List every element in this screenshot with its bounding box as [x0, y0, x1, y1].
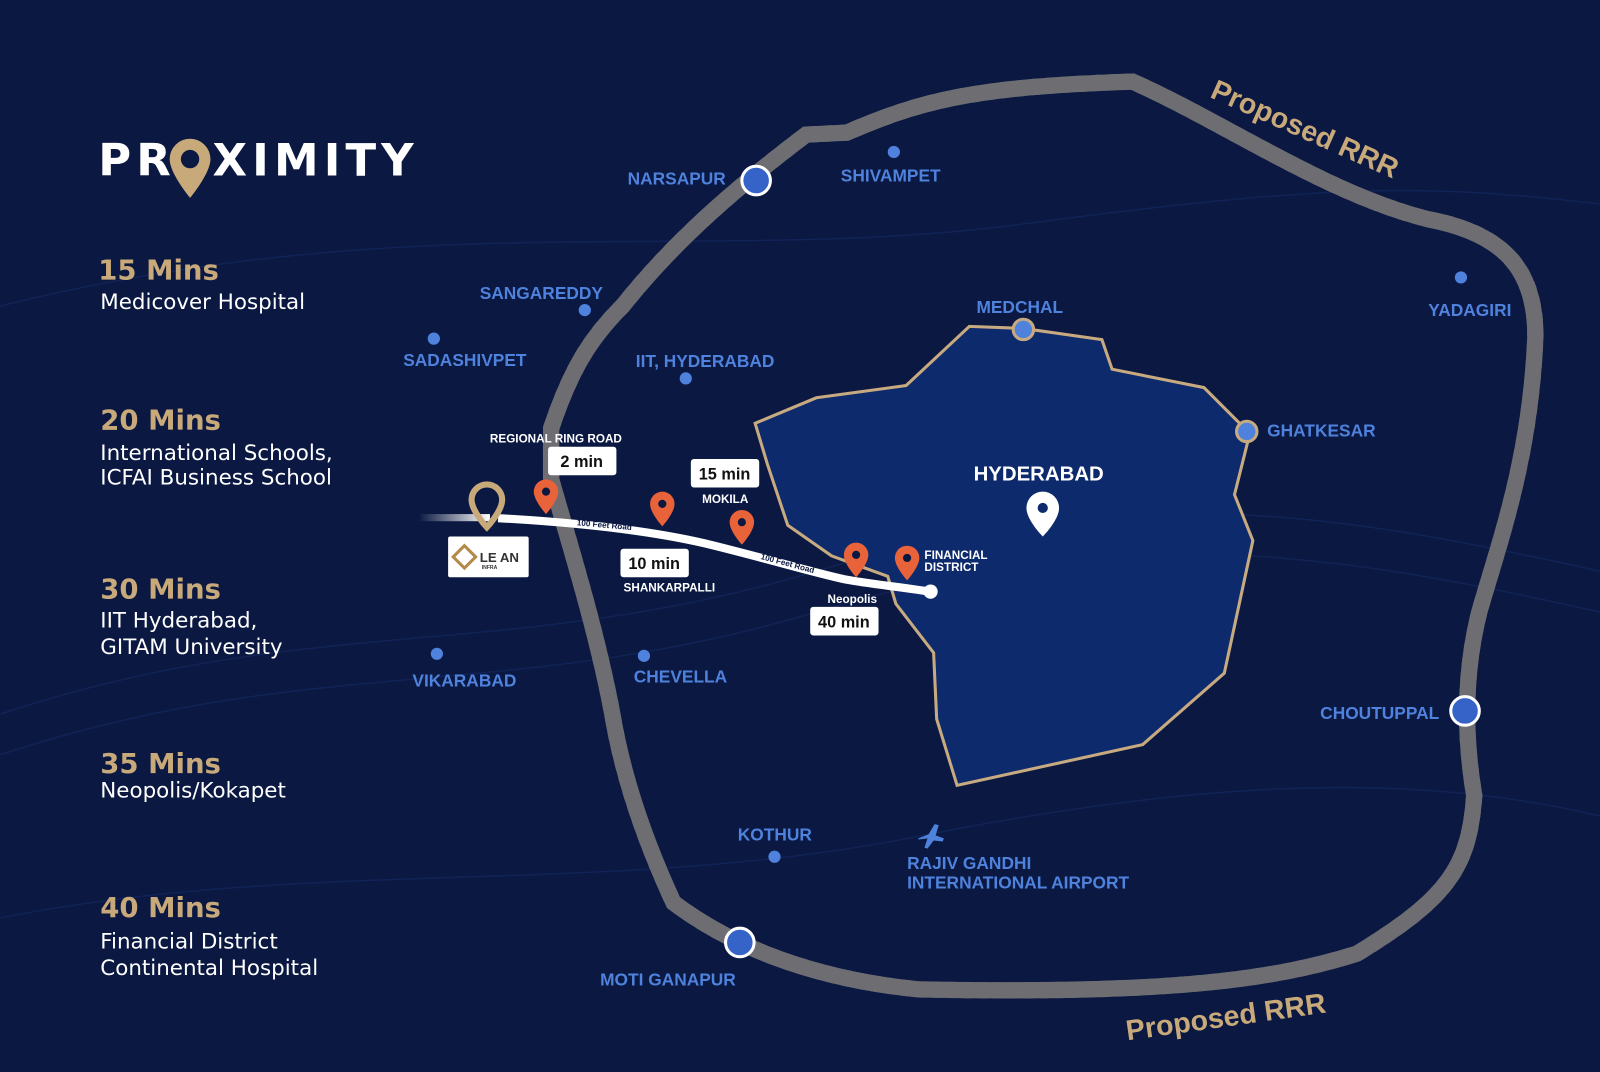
city-label: HYDERABAD — [974, 463, 1104, 485]
proposed-rrr — [551, 73, 1544, 991]
le-an-infra-logo: LE AN INFRA — [448, 536, 529, 578]
city-pin-icon — [1026, 491, 1060, 537]
svg-text:SHIVAMPET: SHIVAMPET — [841, 166, 941, 186]
svg-text:CHOUTUPPAL: CHOUTUPPAL — [1320, 703, 1439, 723]
svg-text:Medicover Hospital: Medicover Hospital — [100, 290, 305, 315]
junction-markers — [724, 164, 1481, 959]
svg-text:MOKILA: MOKILA — [702, 493, 749, 506]
svg-text:30 Mins: 30 Mins — [100, 574, 221, 606]
svg-text:LE AN: LE AN — [480, 550, 519, 565]
svg-text:KOTHUR: KOTHUR — [738, 824, 813, 844]
svg-text:40 min: 40 min — [818, 613, 870, 631]
route-stop-labels: REGIONAL RING ROAD 2 min 10 min SHANKARP… — [490, 433, 988, 636]
svg-text:SHANKARPALLI: SHANKARPALLI — [624, 582, 716, 595]
svg-text:GHATKESAR: GHATKESAR — [1267, 421, 1376, 441]
proximity-list: 15 Mins Medicover Hospital 20 Mins Inter… — [98, 254, 332, 981]
svg-text:INTERNATIONAL AIRPORT: INTERNATIONAL AIRPORT — [907, 872, 1129, 892]
svg-text:IIT Hyderabad,: IIT Hyderabad, — [100, 608, 257, 633]
svg-text:YADAGIRI: YADAGIRI — [1428, 300, 1511, 320]
svg-text:CHEVELLA: CHEVELLA — [634, 666, 728, 686]
svg-text:MOTI GANAPUR: MOTI GANAPUR — [600, 969, 736, 989]
svg-text:PR: PR — [98, 133, 176, 186]
svg-text:ICFAI Business School: ICFAI Business School — [100, 465, 332, 490]
svg-text:DISTRICT: DISTRICT — [924, 561, 979, 574]
svg-text:NARSAPUR: NARSAPUR — [628, 169, 727, 189]
airplane-icon — [918, 824, 944, 849]
svg-text:XIMITY: XIMITY — [212, 133, 418, 186]
svg-text:15 min: 15 min — [699, 465, 751, 483]
svg-text:Continental Hospital: Continental Hospital — [100, 956, 318, 981]
svg-text:MEDCHAL: MEDCHAL — [976, 297, 1063, 317]
svg-text:20 Mins: 20 Mins — [100, 404, 221, 436]
town-dots — [427, 145, 1468, 863]
svg-text:RAJIV GANDHI: RAJIV GANDHI — [907, 853, 1031, 873]
svg-text:VIKARABAD: VIKARABAD — [412, 670, 516, 690]
svg-text:Neopolis: Neopolis — [828, 593, 878, 606]
svg-text:FINANCIAL: FINANCIAL — [924, 549, 987, 562]
svg-text:IIT, HYDERABAD: IIT, HYDERABAD — [636, 351, 775, 371]
svg-text:10 min: 10 min — [628, 555, 680, 573]
svg-text:International Schools,: International Schools, — [100, 441, 332, 466]
svg-text:40 Mins: 40 Mins — [100, 892, 221, 924]
svg-text:2 min: 2 min — [560, 453, 603, 471]
route-pin-icons — [533, 479, 920, 581]
route-100-feet-road — [497, 514, 932, 596]
svg-text:Neopolis/Kokapet: Neopolis/Kokapet — [100, 779, 286, 804]
svg-text:GITAM University: GITAM University — [100, 635, 283, 660]
project-pin-icon — [468, 481, 506, 532]
svg-text:15 Mins: 15 Mins — [98, 254, 219, 286]
svg-text:INFRA: INFRA — [482, 565, 498, 571]
svg-text:35 Mins: 35 Mins — [100, 748, 221, 780]
page-title: PR XIMITY — [98, 133, 418, 198]
location-pin-icon — [169, 138, 211, 198]
svg-text:Financial District: Financial District — [100, 930, 277, 955]
svg-text:SANGAREDDY: SANGAREDDY — [480, 283, 604, 303]
town-labels: NARSAPUR SHIVAMPET SANGAREDDY SADASHIVPE… — [403, 166, 1511, 990]
svg-text:REGIONAL RING ROAD: REGIONAL RING ROAD — [490, 433, 622, 446]
svg-text:SADASHIVPET: SADASHIVPET — [403, 350, 527, 370]
